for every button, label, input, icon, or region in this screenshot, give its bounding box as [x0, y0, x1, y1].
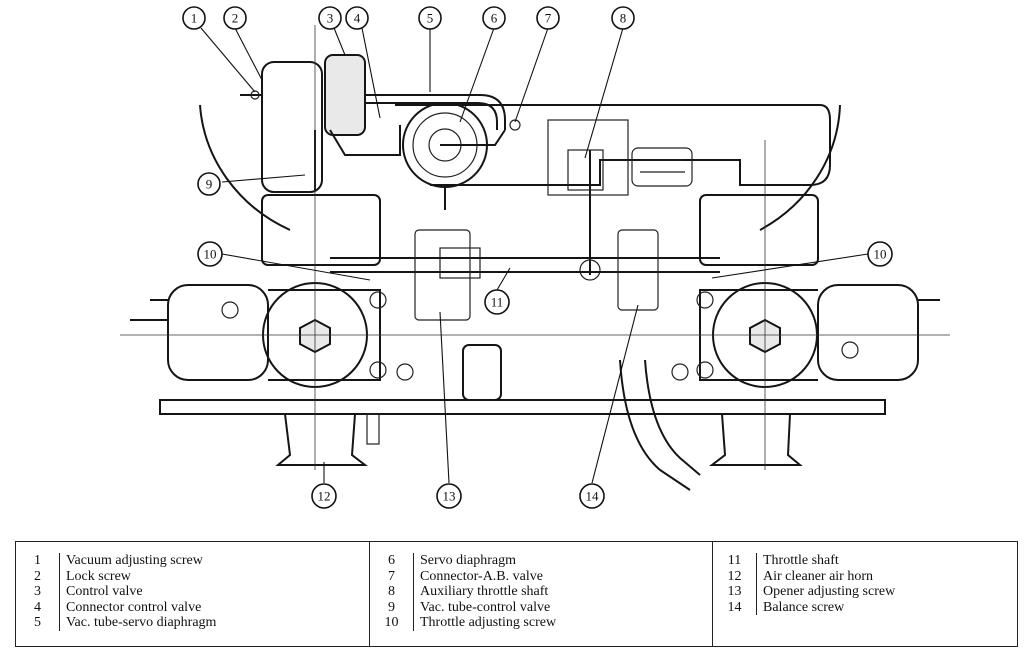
legend-row: 13 Opener adjusting screw	[713, 584, 1017, 600]
legend-row: 9 Vac. tube-control valve	[370, 599, 712, 615]
balance-tube	[619, 359, 691, 491]
control-valve	[240, 54, 401, 193]
legend-row: 14 Balance screw	[713, 599, 1017, 615]
svg-text:13: 13	[443, 489, 456, 504]
carburetor-diagram: 1 2 3 4 5 6 7 8 9 10 10 11	[120, 6, 950, 509]
legend-row: 11 Throttle shaft	[713, 553, 1017, 569]
svg-text:10: 10	[874, 247, 887, 262]
legend-label: Vac. tube-servo diaphragm	[66, 615, 217, 630]
svg-text:4: 4	[354, 11, 361, 26]
legend-label: Throttle adjusting screw	[420, 615, 557, 630]
callout-10-right: 10	[867, 241, 893, 267]
center-pipe	[462, 344, 502, 401]
legend-label: Servo diaphragm	[420, 553, 517, 568]
legend-row: 4 Connector control valve	[16, 599, 369, 615]
svg-text:12: 12	[318, 489, 331, 504]
legend-label: Air cleaner air horn	[763, 568, 873, 584]
callout-10-left: 10	[197, 241, 223, 267]
svg-text:6: 6	[491, 11, 498, 26]
callout-3: 3	[318, 6, 342, 30]
left-air-horn	[275, 413, 368, 466]
legend-row: 7 Connector-A.B. valve	[370, 568, 712, 584]
left-dome-outline	[199, 104, 291, 231]
aux-throttle-shaft	[567, 149, 604, 281]
legend-label: Auxiliary throttle shaft	[420, 584, 549, 599]
legend-num: 6	[388, 553, 395, 568]
legend-num: 3	[34, 584, 41, 599]
svg-text:7: 7	[545, 11, 552, 26]
legend-label: Opener adjusting screw	[763, 584, 896, 599]
legend-row: 1 Vacuum adjusting screw	[16, 553, 369, 569]
legend-column-2: 6 Servo diaphragm 7 Connector-A.B. valve 8…	[369, 542, 712, 646]
legend-row: 12 Air cleaner air horn	[713, 568, 1017, 584]
legend-label: Connector-A.B. valve	[420, 568, 543, 584]
right-carb-upper	[699, 194, 819, 266]
svg-text:8: 8	[620, 11, 627, 26]
right-dome-outline	[759, 104, 841, 231]
legend-label: Lock screw	[66, 568, 131, 584]
legend-num: 9	[388, 599, 395, 615]
callout-5: 5	[418, 6, 442, 30]
callout-9: 9	[197, 172, 221, 196]
legend-num: 14	[727, 599, 742, 615]
legend-label: Vacuum adjusting screw	[66, 553, 203, 568]
legend-num: 7	[388, 568, 395, 584]
base-flange	[159, 399, 886, 415]
svg-text:11: 11	[491, 295, 504, 310]
left-carb-upper	[261, 194, 381, 266]
callout-6: 6	[482, 6, 506, 30]
legend-num: 12	[727, 568, 742, 584]
legend-num: 2	[34, 568, 41, 584]
throttle-shaft	[330, 229, 720, 321]
legend-row: 10 Throttle adjusting screw	[370, 615, 712, 631]
callout-12: 12	[311, 483, 337, 509]
legend-row: 2 Lock screw	[16, 568, 369, 584]
vac-tube-servo	[365, 94, 506, 130]
intake-manifold	[395, 104, 831, 196]
legend-label: Control valve	[66, 584, 143, 599]
callout-11: 11	[484, 289, 510, 315]
svg-text:3: 3	[327, 11, 334, 26]
servo-diaphragm	[402, 102, 521, 210]
legend-label: Balance screw	[763, 599, 845, 615]
svg-text:14: 14	[586, 489, 600, 504]
callout-4: 4	[345, 6, 369, 30]
svg-text:1: 1	[191, 11, 198, 26]
callout-8: 8	[611, 6, 635, 30]
legend-label: Throttle shaft	[763, 553, 839, 568]
legend-num: 13	[727, 584, 742, 599]
legend-num: 5	[34, 615, 41, 630]
legend-num: 8	[388, 584, 395, 599]
svg-text:9: 9	[206, 177, 213, 192]
callout-14: 14	[579, 483, 605, 509]
legend-row: 6 Servo diaphragm	[370, 553, 712, 569]
leader-lines	[200, 27, 869, 484]
legend-num: 11	[727, 553, 742, 568]
legend-row: 5 Vac. tube-servo diaphragm	[16, 615, 369, 631]
right-air-horn	[709, 413, 803, 466]
callout-1: 1	[182, 6, 206, 30]
legend-row: 8 Auxiliary throttle shaft	[370, 584, 712, 600]
svg-text:5: 5	[427, 11, 434, 26]
callout-2: 2	[223, 6, 247, 30]
callout-13: 13	[436, 483, 462, 509]
svg-text:10: 10	[204, 247, 217, 262]
legend-row: 3 Control valve	[16, 584, 369, 600]
legend-label: Connector control valve	[66, 599, 202, 615]
legend-label: Vac. tube-control valve	[420, 599, 551, 615]
svg-text:2: 2	[232, 11, 239, 26]
callout-7: 7	[536, 6, 560, 30]
legend-num: 1	[34, 553, 41, 568]
legend-num: 10	[384, 615, 399, 630]
legend-num: 4	[34, 599, 41, 615]
